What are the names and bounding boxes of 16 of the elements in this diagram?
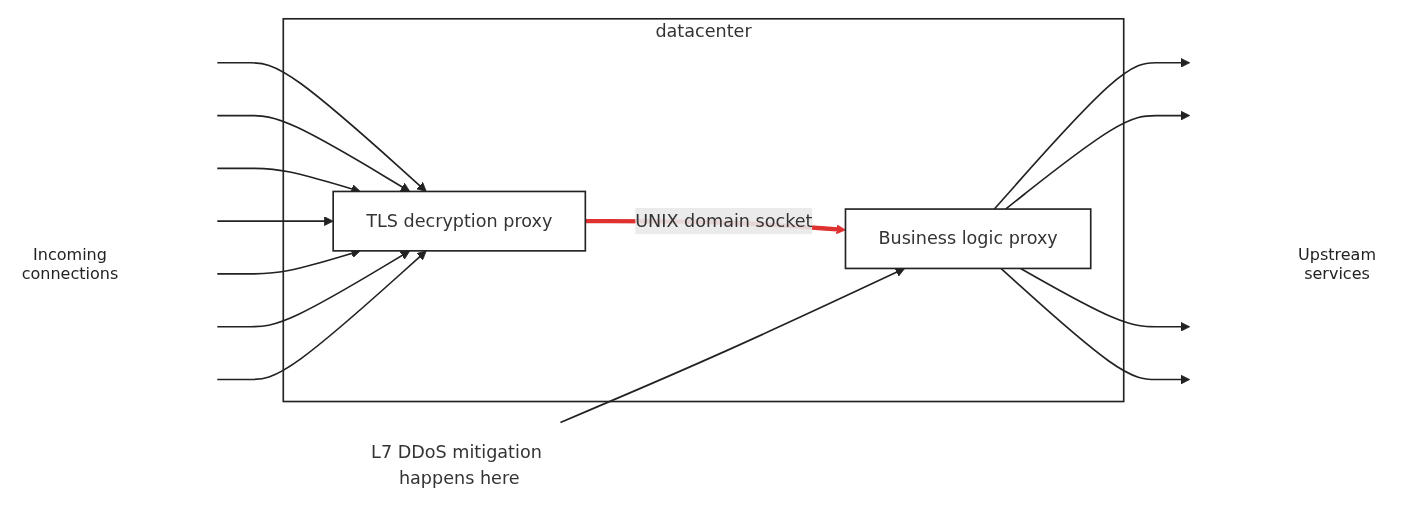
arrow	[1019, 267, 1191, 332]
arrow	[216, 250, 427, 381]
node-box: TLS decryption proxy	[332, 190, 587, 252]
side-label: Upstream services	[1297, 244, 1377, 283]
arrow	[216, 216, 334, 226]
node-text: L7 DDoS mitigation happens here	[371, 441, 542, 489]
edge-label: UNIX domain socket	[635, 210, 813, 232]
arrow	[559, 267, 906, 424]
arrow	[1004, 110, 1191, 210]
arrow	[216, 114, 411, 192]
arrow	[216, 61, 427, 192]
node-box: Business logic proxy	[844, 208, 1092, 270]
side-label: Incoming connections	[20, 244, 120, 283]
arrow	[1000, 267, 1191, 385]
arrow	[993, 57, 1191, 210]
arrow	[216, 250, 411, 328]
